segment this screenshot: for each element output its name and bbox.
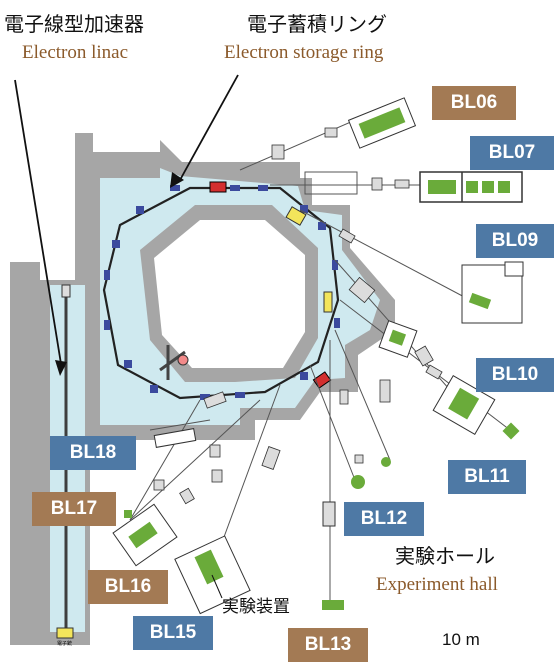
bl16-end-equipment [124,510,132,518]
linac-arrow-head [55,360,67,376]
linac-gun [56,627,74,639]
bl13-badge: BL13 [288,628,368,662]
bl07-equipment-3 [482,181,494,193]
bl11-equipment [448,387,480,420]
bl07-equipment-2 [466,181,478,193]
ring-center [154,220,305,368]
bl07-equipment-4 [498,181,510,193]
bl16-equipment [128,521,158,549]
beamline-components [153,127,443,505]
apparatus-pointer [211,574,223,599]
bl11-end-equipment [502,422,520,440]
bl07-equipment-1 [428,180,456,194]
scale-label: 10 m [442,630,480,649]
bl07-frame [304,171,358,195]
apparatus-label-jp: 実験装置 [222,597,290,617]
linac-arrow [14,79,63,371]
linac-label-en: Electron linac [22,42,129,63]
bl13-component [322,501,336,527]
bl18-component [153,428,197,448]
bl12-equipment-b [381,457,391,467]
linac-label-jp: 電子線型加速器 [4,12,144,36]
insertion-device-yellow-2 [323,291,333,313]
linac-component [61,284,71,298]
gun-label: 電子銃 [57,640,72,647]
bl06-equipment [358,107,406,139]
bl16-badge: BL16 [88,570,168,604]
bl17-badge: BL17 [32,492,116,526]
bl12-badge: BL12 [344,502,424,536]
rf-cavity-red-top [209,181,227,193]
bl09-equipment [468,292,492,310]
bl11-badge: BL11 [448,460,526,494]
bl13-equipment [322,600,344,610]
bl18-badge: BL18 [50,436,136,470]
ring-label-en: Electron storage ring [224,42,384,63]
target-marker [177,354,189,366]
ring-label-jp: 電子蓄積リング [247,12,387,36]
shield-wall-left [10,262,40,645]
bl09-badge: BL09 [476,224,554,258]
bl10-badge: BL10 [476,358,554,392]
bl07-badge: BL07 [470,136,554,170]
ring-arrow-head [170,172,184,188]
bl12-equipment [351,475,365,489]
storage-ring-path [102,186,340,400]
ring-arrow [179,74,239,181]
bl09-corner [504,261,524,277]
bl15-equipment [194,549,224,585]
ring-magnets [104,185,340,400]
bl06-badge: BL06 [432,86,516,120]
insertion-device-yellow-1 [285,206,307,226]
bl15-badge: BL15 [133,616,213,650]
bl10-equipment [388,329,407,346]
hall-label-en: Experiment hall [376,574,498,595]
hall-label-jp: 実験ホール [395,544,495,568]
